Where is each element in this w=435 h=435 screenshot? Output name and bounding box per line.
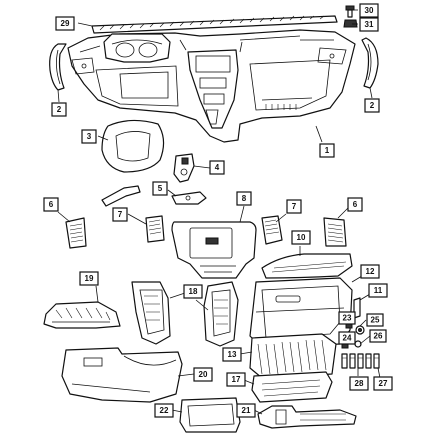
svg-text:19: 19 [85,274,94,283]
svg-text:18: 18 [189,287,198,296]
svg-text:27: 27 [379,379,388,388]
part-7-right-vent [261,215,283,245]
part-18-reinforcement [131,281,239,347]
svg-text:23: 23 [343,314,352,323]
svg-text:11: 11 [374,286,383,295]
callout-21: 21 [236,403,256,418]
svg-text:17: 17 [232,375,241,384]
svg-text:28: 28 [355,379,364,388]
svg-text:13: 13 [228,350,237,359]
part-6-left-vent [65,217,87,249]
callout-7-right: 7 [286,199,302,214]
part-2-left-end-cap [49,43,67,91]
callout-10: 10 [291,230,311,245]
part-21-cross-bracket [257,405,357,429]
part-8-center-bezel [171,221,257,279]
part-30-screw [345,5,355,18]
callout-18: 18 [183,284,203,299]
svg-text:3: 3 [87,132,92,141]
svg-text:7: 7 [118,210,123,219]
part-22-storage-pocket [179,397,241,433]
svg-text:6: 6 [353,200,358,209]
callout-17: 17 [226,372,246,387]
svg-text:12: 12 [366,267,375,276]
part-28-fasteners [341,353,380,369]
part-3-column-shroud [101,119,165,173]
part-31-clip [343,19,358,28]
svg-text:21: 21 [242,406,251,415]
callout-20: 20 [193,367,213,382]
callout-11: 11 [368,283,388,298]
svg-text:25: 25 [371,316,380,325]
svg-text:22: 22 [160,406,169,415]
svg-text:2: 2 [370,101,375,110]
callout-8: 8 [236,191,252,206]
part-6-right-vent [323,217,347,247]
part-sliver-trim [101,185,141,207]
callout-25: 25 [366,313,384,327]
part-7-left-vent [145,215,165,243]
svg-text:1: 1 [325,146,330,155]
part-20-lower-closeout [61,347,183,403]
callout-labels: 29 30 31 2 2 3 1 4 [43,3,393,418]
svg-text:5: 5 [158,184,163,193]
callout-5: 5 [152,181,168,196]
svg-text:26: 26 [374,332,383,341]
leader-lines [57,9,381,415]
callout-19: 19 [79,271,99,286]
svg-text:10: 10 [297,233,306,242]
callout-4: 4 [209,160,225,175]
callout-7-left: 7 [112,207,128,222]
callout-27: 27 [373,376,393,391]
svg-text:2: 2 [57,105,62,114]
callout-23: 23 [338,311,356,325]
callout-2-right: 2 [364,98,380,113]
callout-26: 26 [369,329,387,343]
part-2-right-end-cap [361,37,379,89]
svg-text:31: 31 [365,20,374,29]
svg-text:30: 30 [365,6,374,15]
callout-28: 28 [349,376,369,391]
part-25-bumper [355,325,365,335]
callout-22: 22 [154,403,174,418]
part-13-glove-box-bin [249,333,337,379]
part-17-lower-tray [251,371,333,403]
svg-text:20: 20 [199,370,208,379]
callout-6-right: 6 [347,197,363,212]
callout-30: 30 [359,3,379,18]
callout-29: 29 [55,16,75,31]
callout-6-left: 6 [43,197,59,212]
svg-text:8: 8 [242,194,247,203]
svg-text:24: 24 [343,334,352,343]
callout-1: 1 [319,143,335,158]
part-1-instrument-panel [67,29,356,143]
callout-31: 31 [359,17,379,32]
part-4-switch-bracket [173,153,195,183]
callout-2-left: 2 [51,102,67,117]
svg-text:6: 6 [49,200,54,209]
svg-text:29: 29 [61,19,70,28]
part-10-top-cover [261,253,353,279]
callout-13: 13 [222,347,242,362]
part-19-knee-bolster [43,301,121,329]
callout-24: 24 [338,331,356,345]
part-29-defroster-grille [91,15,338,34]
svg-text:4: 4 [215,163,220,172]
callout-12: 12 [360,264,380,279]
callout-3: 3 [81,129,97,144]
part-5-trim-piece [171,191,207,205]
svg-text:7: 7 [292,202,297,211]
